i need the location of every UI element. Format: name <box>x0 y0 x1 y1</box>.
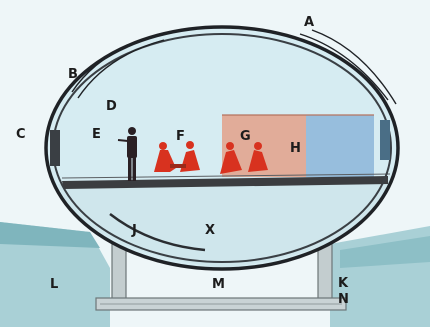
label-d: D <box>106 99 117 114</box>
label-m: M <box>212 277 225 292</box>
label-b: B <box>68 67 78 82</box>
label-a: A <box>304 15 314 30</box>
label-n: N <box>338 292 349 307</box>
side-panel <box>50 130 60 166</box>
label-f: F <box>176 129 185 144</box>
label-k: K <box>338 276 349 291</box>
label-x: X <box>205 223 215 238</box>
label-e: E <box>92 127 101 142</box>
label-l-left: L <box>50 277 58 292</box>
label-h: H <box>290 141 301 156</box>
label-j: J <box>131 223 137 238</box>
blue-room <box>306 115 374 177</box>
label-c: C <box>16 127 26 142</box>
right-panel <box>380 120 390 160</box>
label-g: G <box>240 129 251 144</box>
